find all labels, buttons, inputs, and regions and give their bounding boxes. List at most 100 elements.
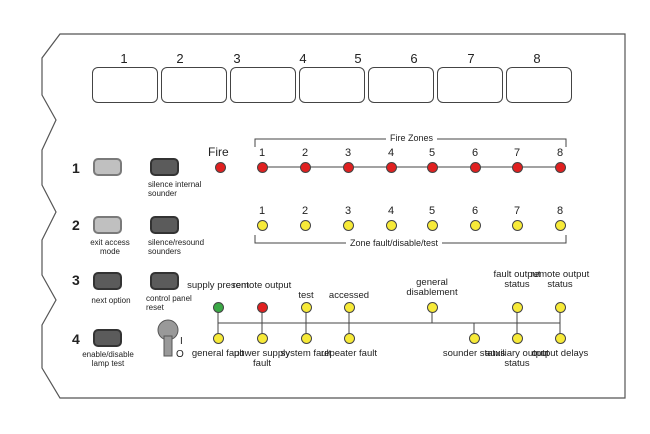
zone-label-box-3 <box>230 67 296 103</box>
fault-zone-led-7 <box>512 220 523 231</box>
enable-disable-lamp-test-button[interactable] <box>93 329 122 347</box>
fire-zone-led-2 <box>300 162 311 173</box>
fault-zone-number-1: 1 <box>258 205 266 217</box>
zone-label-box-1 <box>92 67 158 103</box>
fault-zone-led-5 <box>427 220 438 231</box>
fault-zone-led-2 <box>300 220 311 231</box>
zone-label-box-5 <box>368 67 434 103</box>
fire-zone-led-8 <box>555 162 566 173</box>
remote-output-led <box>257 302 268 313</box>
power-supply-fault-led <box>257 333 268 344</box>
power-supply-fault-caption: power supply fault <box>234 348 290 369</box>
silence-internal-sounder-button[interactable] <box>150 158 179 176</box>
fire-zone-number-8: 8 <box>556 147 564 159</box>
test-led <box>301 302 312 313</box>
remote-output-status-led <box>555 302 566 313</box>
fault-output-status-caption: fault output status <box>493 269 541 290</box>
general-disablement-led <box>427 302 438 313</box>
auxiliary-output-status-led <box>512 333 523 344</box>
next-option-button[interactable] <box>93 272 122 290</box>
exit-access-mode-button[interactable] <box>93 216 122 234</box>
sounder-status-led <box>469 333 480 344</box>
row-number-4: 4 <box>72 331 80 347</box>
supply-present-caption: supply present <box>187 280 249 291</box>
fire-zone-number-6: 6 <box>471 147 479 159</box>
fire-zone-led-3 <box>343 162 354 173</box>
supply-present-led <box>213 302 224 313</box>
fire-zone-number-1: 1 <box>258 147 266 159</box>
accessed-led <box>344 302 355 313</box>
fault-output-status-led <box>512 302 523 313</box>
zone-box-number-2: 2 <box>176 51 184 66</box>
fire-zone-led-7 <box>512 162 523 173</box>
fire-zone-led-6 <box>470 162 481 173</box>
row-number-2: 2 <box>72 217 80 233</box>
zone-label-box-2 <box>161 67 227 103</box>
control-panel-reset-label: control panel reset <box>146 294 192 312</box>
button-1-left[interactable] <box>93 158 122 176</box>
fire-zone-number-7: 7 <box>513 147 521 159</box>
test-caption: test <box>298 290 314 301</box>
enable-disable-lamp-test-label: enable/disable lamp test <box>82 350 134 368</box>
zone-box-number-1: 1 <box>120 51 128 66</box>
fault-zone-number-2: 2 <box>301 205 309 217</box>
fault-zone-led-6 <box>470 220 481 231</box>
zone-box-number-8: 8 <box>533 51 541 66</box>
system-fault-caption: system fault <box>280 348 332 359</box>
zone-box-number-7: 7 <box>467 51 475 66</box>
silence-resound-sounders-label: silence/resound sounders <box>148 238 205 256</box>
system-fault-led <box>301 333 312 344</box>
fire-zone-number-2: 2 <box>301 147 309 159</box>
key-on-mark: I <box>180 336 183 347</box>
fire-zone-led-5 <box>427 162 438 173</box>
zone-box-number-6: 6 <box>410 51 418 66</box>
silence-internal-sounder-label: silence internal sounder <box>148 180 202 198</box>
key-off-mark: O <box>176 349 184 360</box>
fault-zone-number-4: 4 <box>387 205 395 217</box>
fault-zone-number-6: 6 <box>471 205 479 217</box>
auxiliary-output-status-caption: auxiliary output status <box>485 348 549 369</box>
exit-access-mode-label: exit access mode <box>90 238 130 256</box>
fault-zone-led-8 <box>555 220 566 231</box>
fault-zone-led-1 <box>257 220 268 231</box>
output-delays-led <box>555 333 566 344</box>
fault-zone-number-7: 7 <box>513 205 521 217</box>
fault-zone-number-5: 5 <box>428 205 436 217</box>
control-panel-reset-button[interactable] <box>150 272 179 290</box>
row-number-1: 1 <box>72 160 80 176</box>
repeater-fault-caption: repeater fault <box>321 348 377 359</box>
zone-box-number-4: 4 <box>299 51 307 66</box>
remote-output-status-caption: remote output status <box>530 269 590 290</box>
fire-led <box>215 162 226 173</box>
remote-output-caption: remote output <box>232 280 292 291</box>
row-number-3: 3 <box>72 272 80 288</box>
fire-zones-title: Fire Zones <box>386 133 438 143</box>
fire-zone-number-5: 5 <box>428 147 436 159</box>
zone-label-box-7 <box>506 67 572 103</box>
fault-zone-number-3: 3 <box>344 205 352 217</box>
zone-label-box-4 <box>299 67 365 103</box>
zone-box-number-3: 3 <box>233 51 241 66</box>
fault-zone-led-4 <box>386 220 397 231</box>
repeater-fault-led <box>344 333 355 344</box>
general-disablement-caption: general disablement <box>406 277 458 298</box>
general-fault-led <box>213 333 224 344</box>
key-switch-icon[interactable] <box>150 316 190 362</box>
accessed-caption: accessed <box>328 290 370 301</box>
fire-zone-number-4: 4 <box>387 147 395 159</box>
fire-zone-led-1 <box>257 162 268 173</box>
sounder-status-caption: sounder status <box>442 348 506 359</box>
fault-zone-number-8: 8 <box>556 205 564 217</box>
fire-label: Fire <box>208 145 229 159</box>
fault-zone-led-3 <box>343 220 354 231</box>
fire-zone-led-4 <box>386 162 397 173</box>
general-fault-caption: general fault <box>191 348 245 359</box>
zone-box-number-5: 5 <box>354 51 362 66</box>
next-option-label: next option <box>91 296 131 305</box>
silence-resound-sounders-button[interactable] <box>150 216 179 234</box>
zone-fault-title: Zone fault/disable/test <box>346 238 443 248</box>
output-delays-caption: output delays <box>531 348 589 359</box>
fire-zone-number-3: 3 <box>344 147 352 159</box>
zone-label-box-6 <box>437 67 503 103</box>
